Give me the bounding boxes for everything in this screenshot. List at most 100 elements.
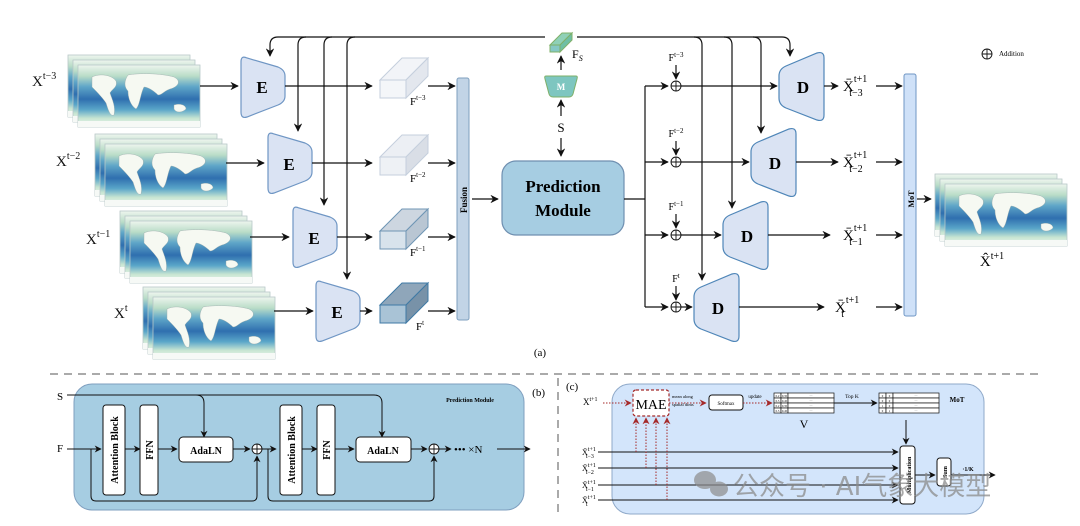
decoder-feature-label-t-3: Ft−3: [669, 51, 684, 64]
mae-block: MAE: [632, 389, 670, 417]
watermark: 公众号 · AI气象大模型: [694, 471, 991, 502]
target-label: Xt+1: [583, 397, 598, 407]
topk-table-cell-text: ···: [915, 404, 918, 408]
repeat-label: ••• ×N: [454, 444, 483, 456]
ffn-block-1: FFN: [139, 404, 159, 496]
addition-legend-text: Addition: [999, 50, 1024, 58]
input-map-stack-t-1: [120, 211, 252, 283]
feature-label-t-2: Ft−2: [410, 171, 426, 185]
caption-a: (a): [534, 347, 547, 359]
v-table-cell-text: 0.45: [782, 409, 788, 413]
addition-node-t: Ft: [670, 272, 682, 313]
input-f-label: F: [57, 443, 63, 455]
attention-label: Attention Block: [110, 416, 121, 484]
ffn-block-2: FFN: [316, 404, 336, 496]
sum-block: Sum: [936, 457, 952, 487]
decoder-branch-lines: [624, 81, 669, 312]
static-input-label: S: [557, 120, 564, 135]
caption-c: (c): [566, 381, 579, 393]
v-table-cell-text: ···: [810, 394, 813, 398]
caption-b: (b): [532, 387, 545, 399]
feature-label-t: Ft: [416, 319, 424, 333]
decoder-label: D: [769, 154, 781, 173]
panel-a: Xt−3 Xt−2 Xt−1 Xt E E E: [32, 31, 1067, 359]
topk-table-cell-text: 0: [889, 394, 891, 398]
decoders: D D D D: [693, 51, 825, 343]
input-labels: Xt−3 Xt−2 Xt−1 Xt: [32, 71, 128, 322]
feature-label-t-1: Ft−1: [410, 245, 426, 259]
output-map-stack: [935, 174, 1067, 246]
update-label: update: [748, 395, 762, 400]
topk-table-cell-text: 1: [889, 409, 891, 413]
multiplication-label: Multiplication: [907, 456, 913, 493]
decoder-label: D: [797, 78, 809, 97]
input-label-t-3: Xt−3: [32, 71, 56, 90]
wechat-icon: [694, 471, 728, 497]
ffn-label: FFN: [145, 440, 156, 460]
input-map-stack-t-2: [95, 134, 227, 206]
input-label-t-2: Xt−2: [56, 151, 80, 170]
addition-legend: Addition: [981, 48, 1024, 60]
addition-node-b-1: [251, 443, 263, 455]
topk-table-cell-text: ···: [915, 394, 918, 398]
addition-node-t-2: Ft−2: [669, 127, 684, 168]
adaln-label: AdaLN: [367, 446, 399, 457]
mean-label-2: spatial dims: [672, 402, 694, 407]
softmax-block: Softmax: [708, 394, 744, 411]
topk-table-cell-text: ···: [915, 399, 918, 403]
decoder-t-3: D: [778, 51, 825, 122]
attention-block-1: Attention Block: [102, 404, 126, 496]
addition-node-t-1: Ft−1: [669, 200, 684, 241]
mean-label-1: mean along: [672, 394, 694, 399]
feature-block-t-2: Ft−2: [378, 133, 430, 185]
decoder-t: D: [693, 272, 740, 343]
mae-label: MAE: [635, 398, 666, 413]
v-table-cell-text: ···: [810, 409, 813, 413]
v-table-cell: [787, 407, 835, 414]
decoder-label: D: [712, 299, 724, 318]
fusion-label: Fusion: [459, 187, 469, 213]
input-s-label: S: [57, 391, 63, 403]
topk-table-cell-text: 0: [882, 409, 884, 413]
decoder-feature-label-t: Ft: [672, 272, 680, 285]
panel-b-lines: [67, 394, 531, 502]
addition-nodes: Ft−3 Ft−2 Ft−1 Ft: [669, 51, 684, 313]
adaln-label: AdaLN: [190, 446, 222, 457]
adaln-block-2: AdaLN: [355, 436, 412, 463]
topk-table-cell-text: 1: [882, 404, 884, 408]
panel-c-title: MoT: [950, 396, 965, 404]
panel-b-title: Prediction Module: [446, 398, 494, 404]
encoder-label: E: [308, 229, 319, 248]
static-feature-routing: [265, 36, 795, 281]
adaln-block-1: AdaLN: [178, 436, 234, 463]
v-table-cell-text: 0.5: [776, 399, 780, 403]
decoder-feature-label-t-1: Ft−1: [669, 200, 684, 213]
attention-block-2: Attention Block: [279, 404, 303, 496]
encoder-t-1: E: [292, 206, 338, 269]
attention-label: Attention Block: [287, 416, 298, 484]
v-table-cell-text: 0.2: [776, 404, 780, 408]
v-table-cell-text: 0.2: [776, 394, 780, 398]
topk-table-cell: [892, 407, 940, 414]
mot-label: MoT: [907, 190, 916, 208]
encoder-label: E: [331, 303, 342, 322]
mot-block: MoT: [903, 73, 917, 317]
prediction-module-label-1: Prediction: [525, 177, 601, 196]
input-label-t-1: Xt−1: [86, 229, 110, 248]
encoder-t-3: E: [240, 56, 286, 119]
static-encoder-label: M: [557, 82, 566, 92]
v-table-cell-text: ···: [810, 399, 813, 403]
feature-label-t-3: Ft−3: [410, 94, 426, 108]
input-label-t: Xt: [114, 303, 128, 322]
input-map-stack-t-3: [68, 55, 200, 127]
v-table-cell-text: 0.35: [782, 404, 788, 408]
scale-label: ·1/K: [962, 467, 974, 473]
